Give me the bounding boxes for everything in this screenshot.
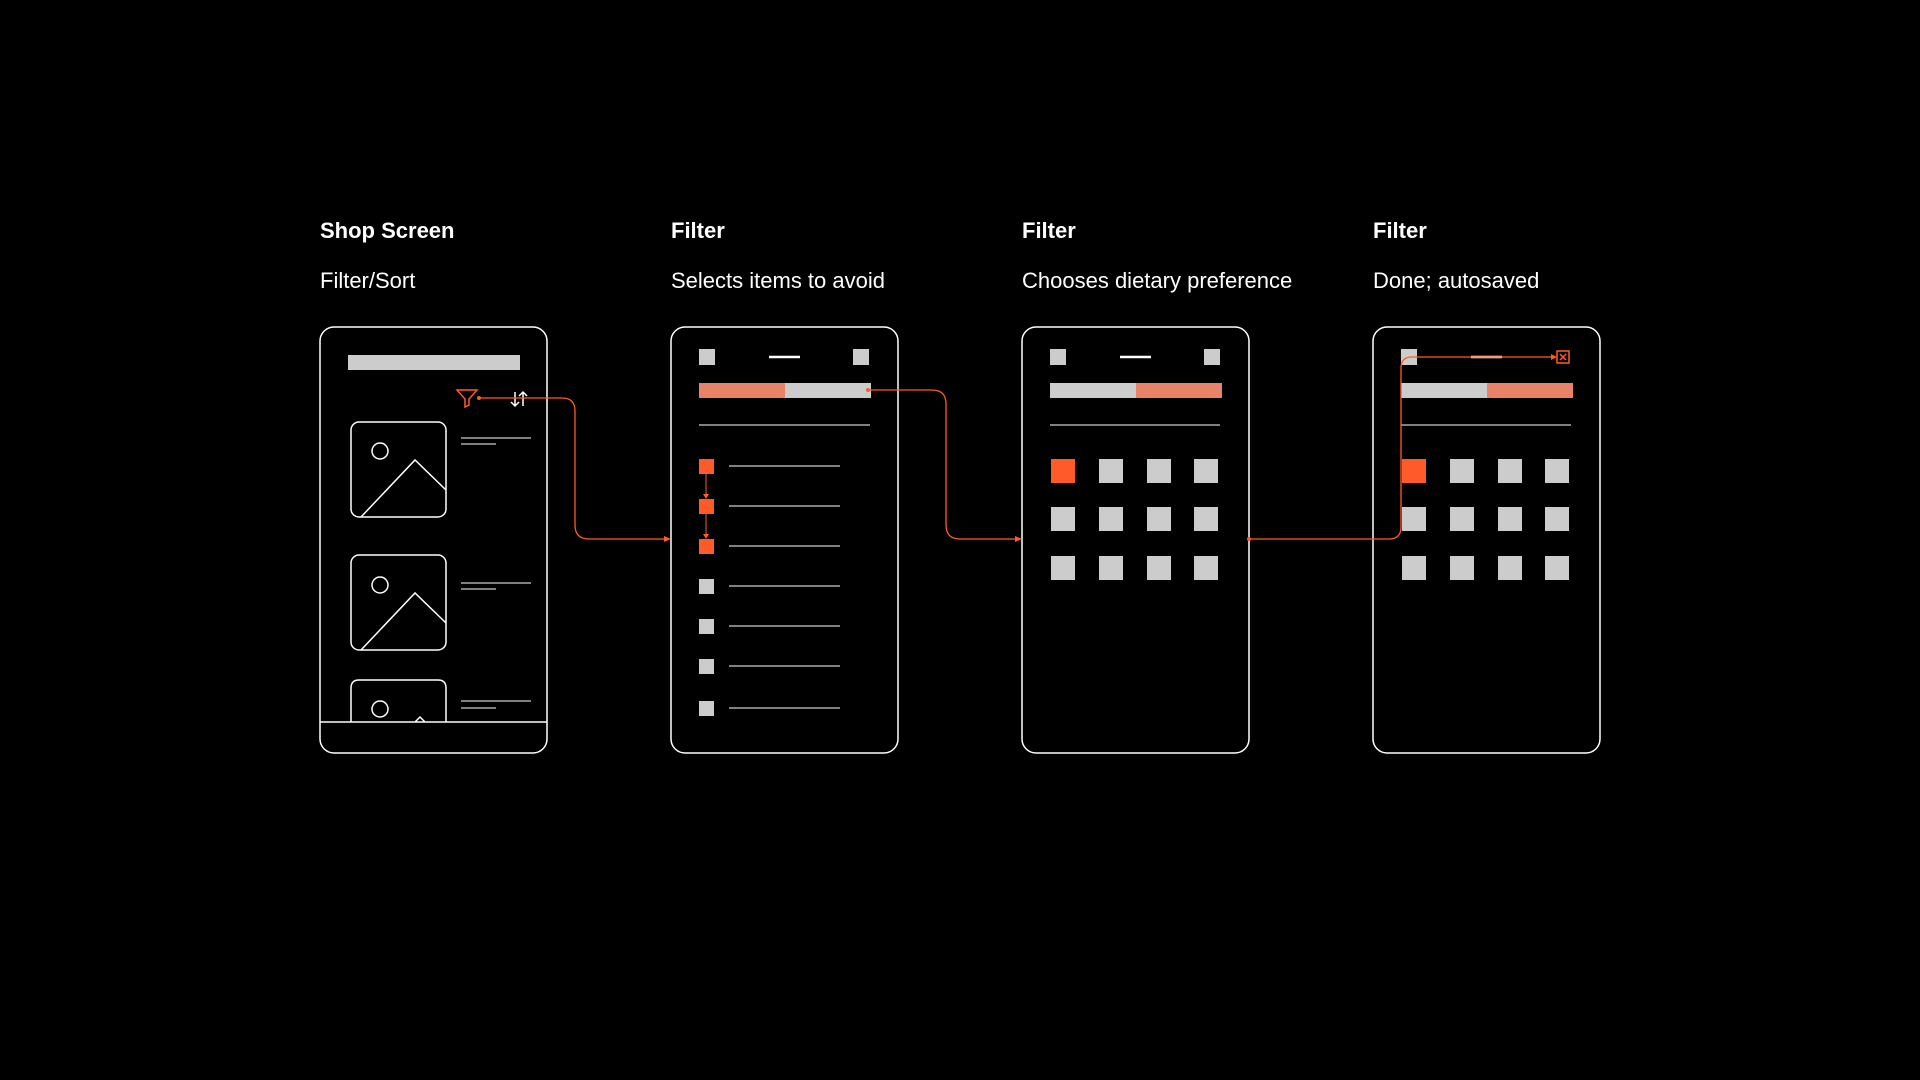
checkbox[interactable] [699, 659, 714, 674]
back-button[interactable] [1050, 349, 1066, 365]
diet-option[interactable] [1147, 556, 1171, 580]
phone-frame [1372, 326, 1601, 754]
checkbox[interactable] [699, 619, 714, 634]
screen-title: Filter [1373, 218, 1427, 243]
avoid-list [699, 459, 840, 716]
diet-option[interactable] [1402, 556, 1426, 580]
diet-option[interactable] [1450, 459, 1474, 483]
screen-title: Filter [671, 218, 725, 243]
diet-option[interactable] [1545, 507, 1569, 531]
image-placeholder-icon [350, 421, 447, 518]
diet-option-selected[interactable] [1402, 459, 1426, 483]
checkbox-checked[interactable] [699, 459, 714, 474]
diet-option[interactable] [1051, 556, 1075, 580]
image-placeholder-icon [350, 554, 447, 651]
diet-option[interactable] [1099, 507, 1123, 531]
tab-avoid[interactable] [1050, 383, 1136, 398]
arrowhead [664, 536, 671, 542]
checkbox-checked[interactable] [699, 499, 714, 514]
back-button[interactable] [699, 349, 715, 365]
product-card[interactable] [350, 421, 531, 518]
tab-avoid[interactable] [699, 383, 785, 398]
image-placeholder-icon [350, 679, 447, 722]
checkbox[interactable] [699, 701, 714, 716]
phone-filter-avoid [670, 326, 899, 754]
checkbox-checked[interactable] [699, 539, 714, 554]
screen-title: Filter [1022, 218, 1076, 243]
diet-option[interactable] [1051, 507, 1075, 531]
search-bar[interactable] [348, 355, 520, 370]
connector-avoid-to-dietary [867, 389, 1018, 540]
diet-option[interactable] [1147, 507, 1171, 531]
diet-option-selected[interactable] [1051, 459, 1075, 483]
phone-filter-done [1372, 326, 1601, 754]
phone-shop-screen [319, 326, 548, 754]
diet-option[interactable] [1099, 556, 1123, 580]
screen-subtitle: Selects items to avoid [671, 268, 885, 293]
diet-option[interactable] [1147, 459, 1171, 483]
arrowhead [1551, 354, 1557, 360]
product-card[interactable] [350, 554, 531, 651]
tab-dietary[interactable] [1136, 383, 1222, 398]
header-action-button[interactable] [1204, 349, 1220, 365]
product-card[interactable] [350, 679, 531, 723]
header-action-button[interactable] [853, 349, 869, 365]
diet-option[interactable] [1194, 507, 1218, 531]
diet-option[interactable] [1545, 459, 1569, 483]
phone-filter-dietary [1021, 326, 1250, 754]
checkbox[interactable] [699, 579, 714, 594]
diet-option[interactable] [1498, 507, 1522, 531]
phone-frame [670, 326, 899, 754]
close-icon[interactable] [1556, 350, 1570, 364]
diet-option[interactable] [1450, 556, 1474, 580]
diet-option[interactable] [1450, 507, 1474, 531]
connector-dietary-to-done [1249, 356, 1554, 540]
screen-title: Shop Screen [320, 218, 455, 243]
connector-shop-to-avoid [478, 397, 667, 540]
diet-option[interactable] [1099, 459, 1123, 483]
screen-subtitle: Chooses dietary preference [1022, 268, 1293, 293]
diet-option[interactable] [1498, 459, 1522, 483]
diet-option[interactable] [1194, 459, 1218, 483]
sort-icon[interactable] [510, 390, 528, 408]
dietary-grid [1402, 459, 1569, 580]
diet-option[interactable] [1545, 556, 1569, 580]
tab-dietary[interactable] [785, 383, 871, 398]
filter-icon[interactable] [455, 389, 479, 409]
diet-option[interactable] [1194, 556, 1218, 580]
arrowhead [1015, 536, 1022, 542]
screen-subtitle: Done; autosaved [1373, 268, 1540, 293]
tab-dietary[interactable] [1487, 383, 1573, 398]
tab-avoid[interactable] [1401, 383, 1487, 398]
flow-connectors [477, 354, 1557, 542]
selection-arrows [703, 474, 709, 539]
dietary-grid [1051, 459, 1218, 580]
diet-option[interactable] [1498, 556, 1522, 580]
screen-subtitle: Filter/Sort [320, 268, 416, 293]
diet-option[interactable] [1402, 507, 1426, 531]
phone-frame [319, 326, 548, 754]
